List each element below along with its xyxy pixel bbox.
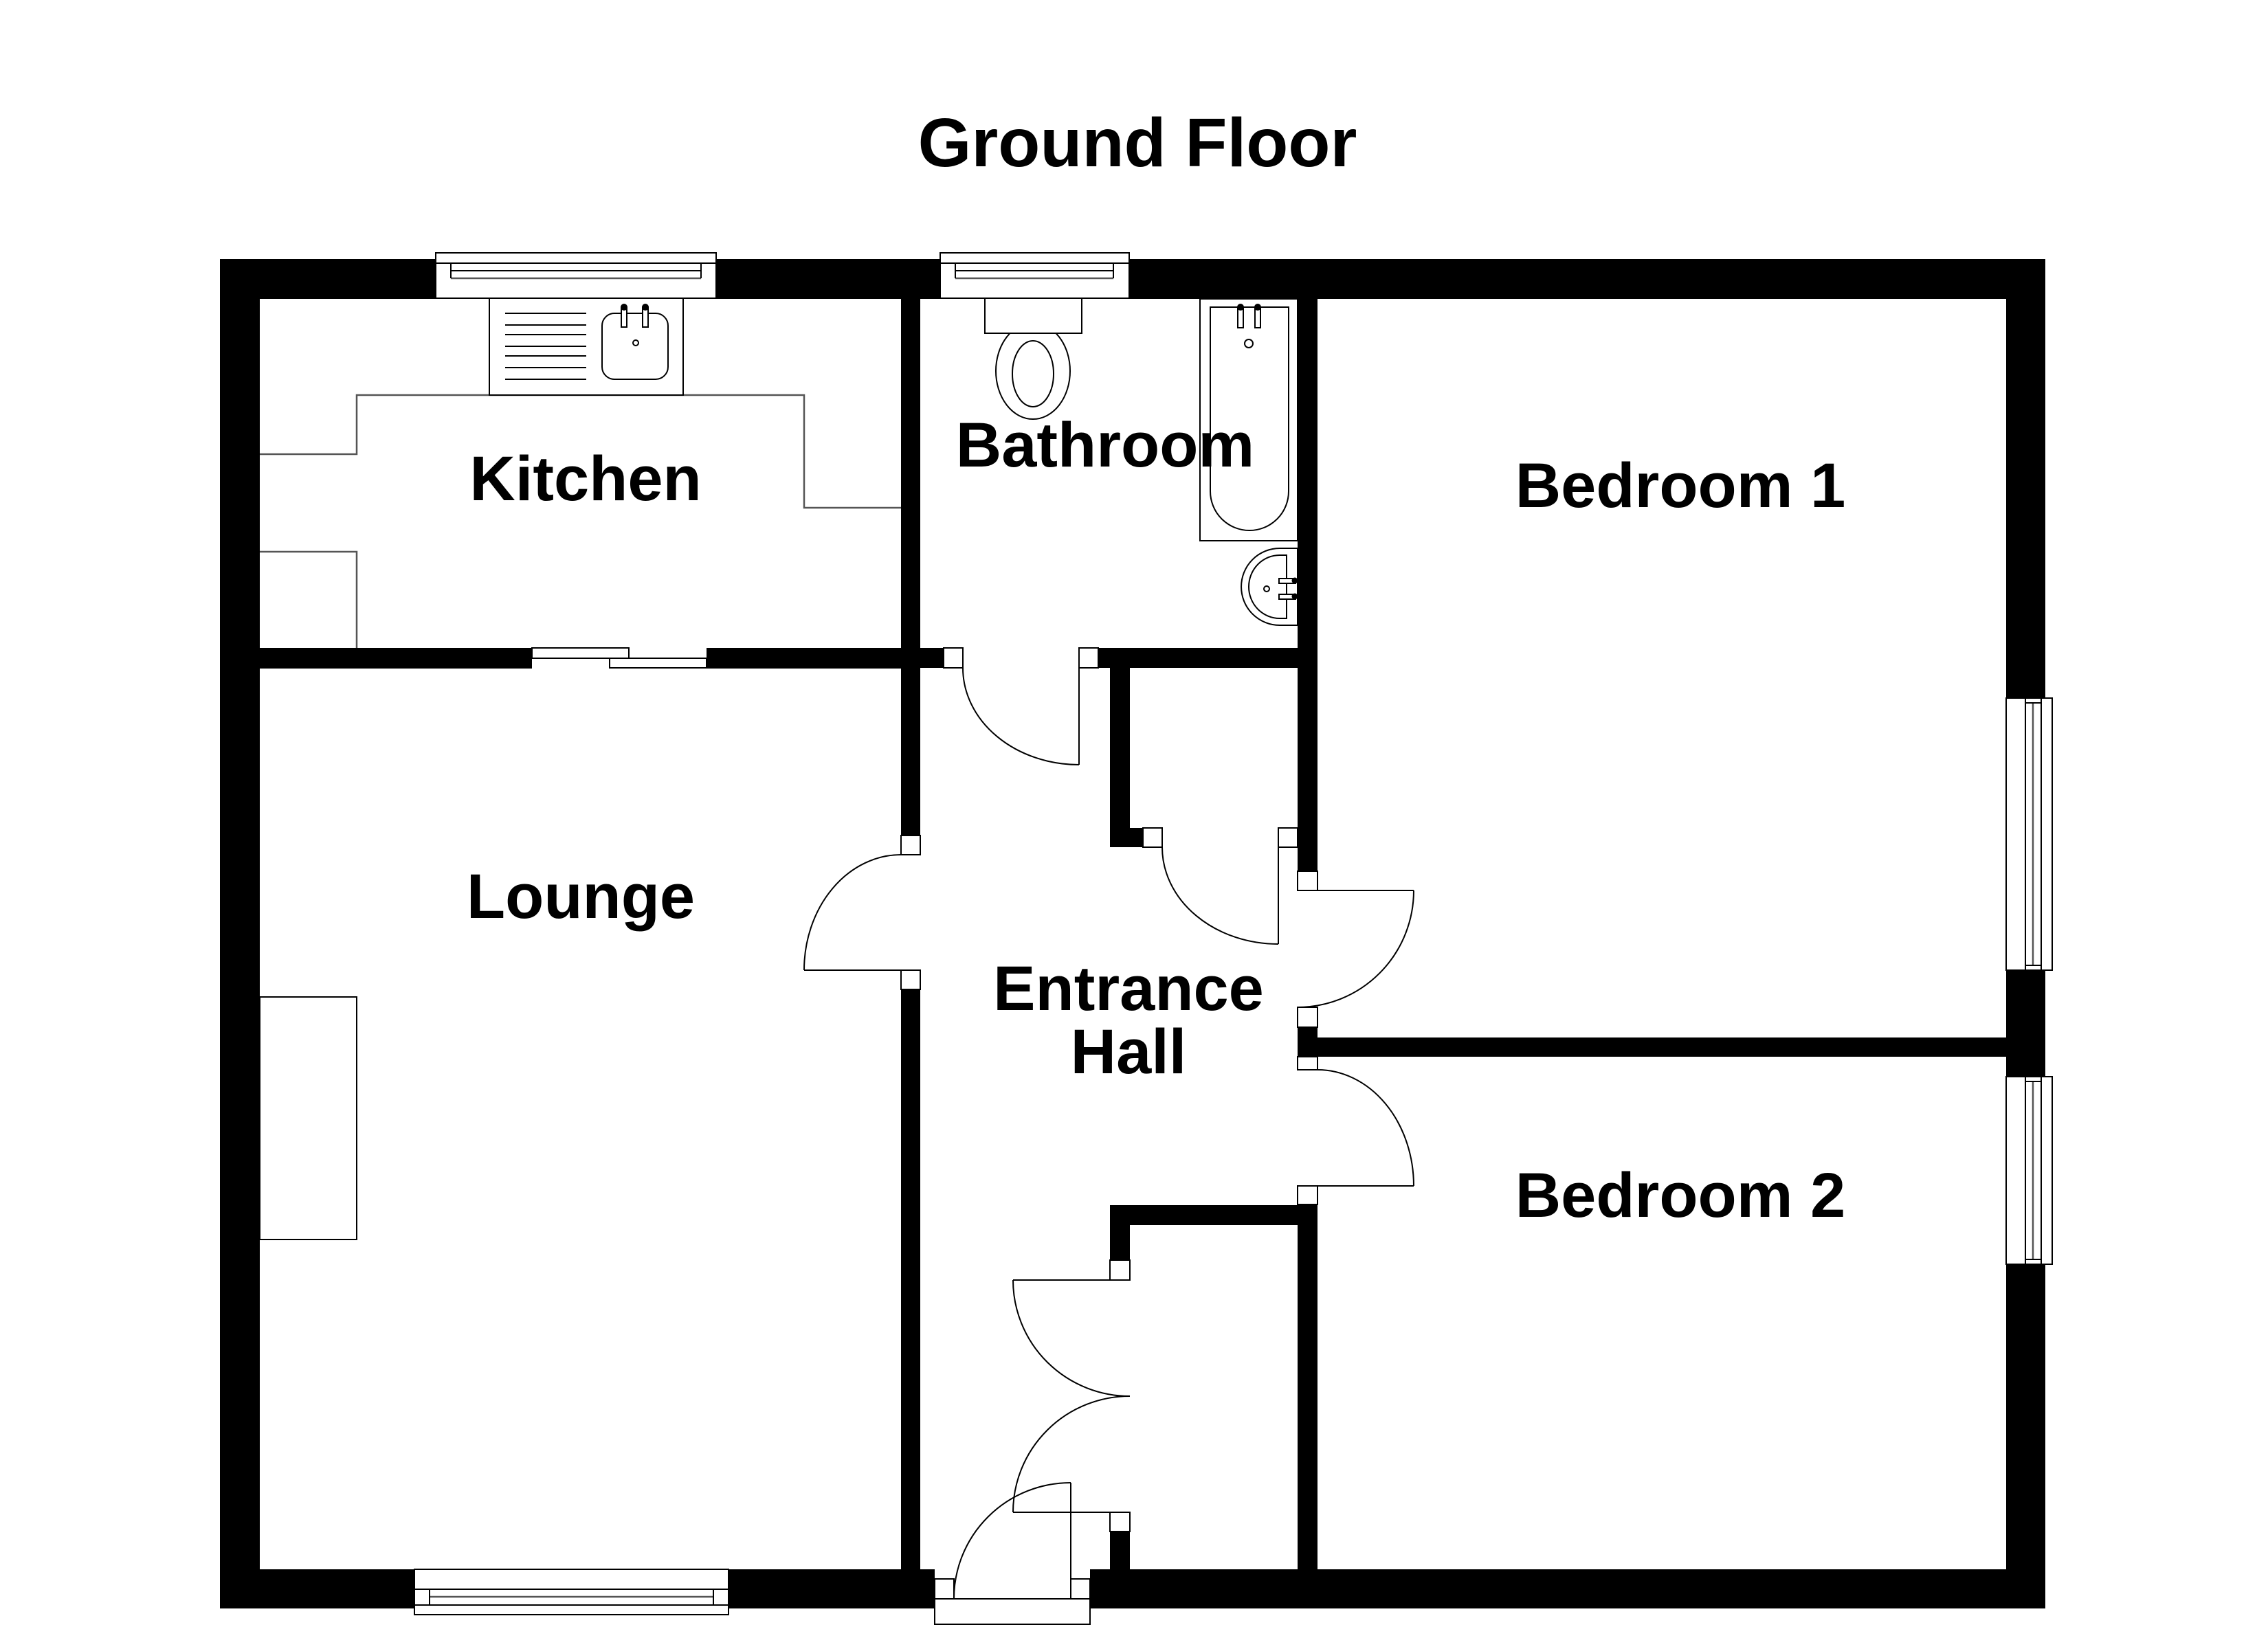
kitchen-sink-icon — [489, 298, 684, 396]
floor-title: Ground Floor — [918, 104, 1357, 181]
room-label-bathroom: Bathroom — [955, 410, 1255, 480]
room-label-bedroom-1: Bedroom 1 — [1515, 451, 1846, 521]
room-label-entrance-hall: Entrance Hall — [993, 957, 1264, 1084]
cupboard-door[interactable] — [1142, 827, 1298, 945]
internal-walls — [260, 299, 2006, 1569]
bathroom-door[interactable] — [943, 647, 1099, 765]
lounge-window — [414, 1569, 729, 1615]
room-label-bedroom-2: Bedroom 2 — [1515, 1160, 1846, 1231]
room-label-lounge: Lounge — [466, 862, 696, 932]
front-door[interactable] — [920, 1482, 1091, 1625]
kitchen-worktops — [260, 394, 901, 648]
bedroom2-door[interactable] — [1297, 1056, 1414, 1205]
fireplace-icon — [259, 996, 357, 1240]
room-label-entrance-hall-line1: Entrance — [993, 954, 1264, 1024]
bath-icon — [1199, 298, 1298, 541]
bedroom1-window — [2005, 697, 2053, 971]
store-double-doors[interactable] — [1012, 1259, 1131, 1532]
kitchen-window — [435, 252, 717, 299]
lounge-door[interactable] — [803, 835, 921, 990]
basin-icon — [1241, 548, 1298, 626]
bedroom2-window — [2005, 1076, 2053, 1265]
room-label-entrance-hall-line2: Hall — [1070, 1017, 1187, 1087]
room-label-kitchen: Kitchen — [469, 444, 702, 514]
outer-walls — [220, 259, 2045, 1608]
sliding-door[interactable] — [531, 647, 707, 669]
toilet-icon — [984, 298, 1082, 420]
bathroom-window — [940, 252, 1130, 299]
bedroom1-door[interactable] — [1297, 871, 1414, 1028]
